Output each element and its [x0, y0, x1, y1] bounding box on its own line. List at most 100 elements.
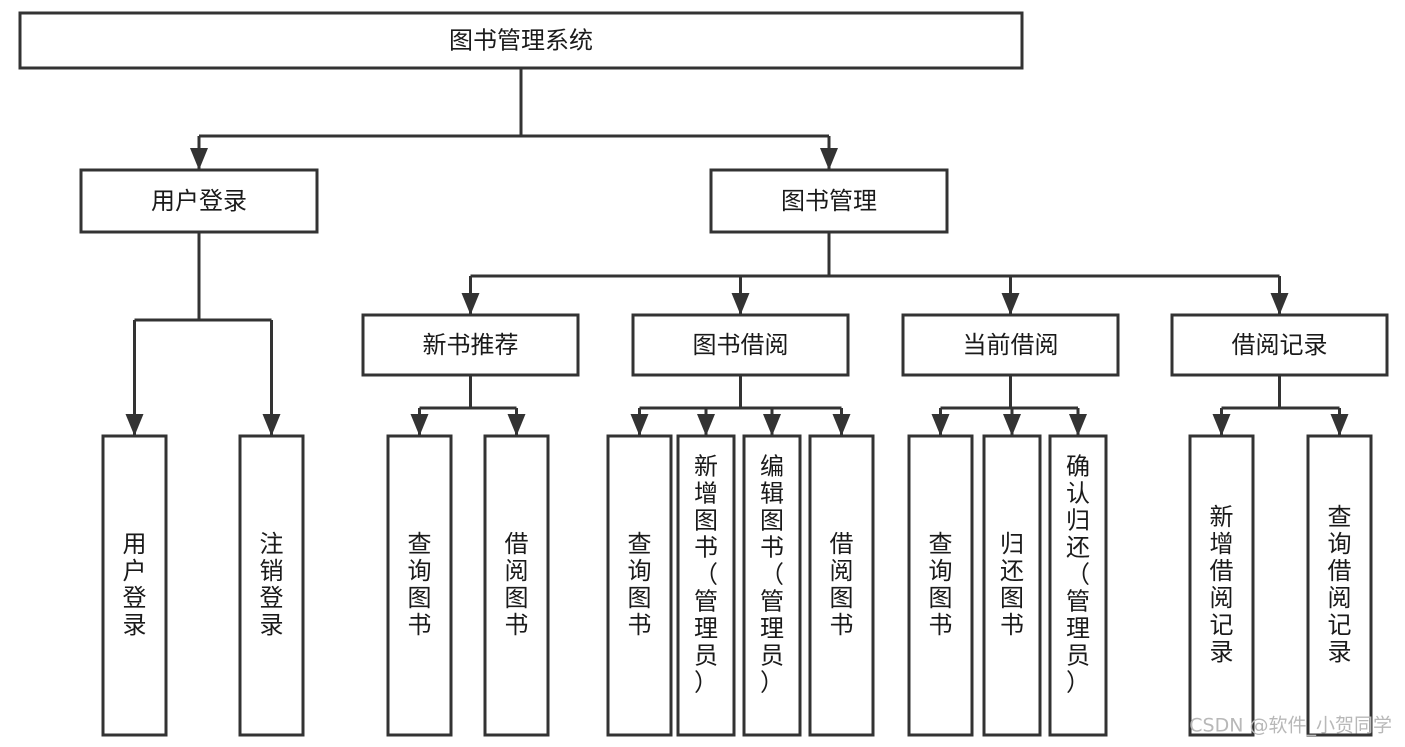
node-label-char: 图 [830, 584, 854, 612]
node-label-book-management: 图书管理 [781, 187, 877, 215]
node-label-char: 图 [628, 584, 652, 612]
node-borrow-record: 借阅记录 [1170, 313, 1389, 377]
node-label-user-login: 用户登录 [151, 187, 247, 215]
node-label-char: 书 [929, 611, 953, 639]
node-leaf-user-login: 用户登录 [101, 434, 168, 737]
node-label-char: 阅 [505, 557, 529, 585]
connector-arrowhead [1003, 414, 1021, 436]
node-label-char: 借 [505, 530, 529, 558]
node-label-char: 登 [260, 584, 284, 612]
node-box-leaf-borrow-book-rec [483, 434, 550, 737]
node-label-char: 增 [694, 480, 718, 508]
node-box-leaf-query-book-current [907, 434, 974, 737]
node-root: 图书管理系统 [18, 11, 1024, 70]
connector-arrowhead [820, 148, 838, 170]
node-label-char: 书 [505, 611, 529, 639]
node-label-char: 图 [694, 507, 718, 535]
connector-arrowhead [410, 414, 429, 436]
node-label-char: 询 [1328, 530, 1352, 558]
node-current-borrow: 当前借阅 [901, 313, 1120, 377]
node-label-char: 员 [694, 642, 718, 670]
connector-arrowhead [931, 414, 950, 436]
connector-arrowhead [1270, 293, 1289, 315]
node-label-char: 记 [1210, 611, 1234, 639]
node-label-char: ） [1066, 669, 1090, 697]
node-label-char: 借 [1210, 557, 1234, 585]
node-label-root: 图书管理系统 [449, 27, 593, 55]
connector-arrowhead [461, 293, 480, 315]
connector-arrowhead [262, 414, 281, 436]
connector-arrowhead [190, 148, 208, 170]
node-box-book-borrow [631, 313, 850, 377]
node-label-char: 阅 [1328, 584, 1352, 612]
node-new-book-recommend: 新书推荐 [361, 313, 580, 377]
connectors-layer [125, 68, 1349, 436]
node-label-char: 员 [760, 642, 784, 670]
node-label-char: 查 [929, 530, 953, 558]
node-label-char: 归 [1066, 507, 1090, 535]
node-label-char: 询 [929, 557, 953, 585]
node-label-char: 书 [628, 611, 652, 639]
node-box-user-login [79, 168, 319, 234]
node-label-char: 借 [1328, 557, 1352, 585]
csdn-watermark: CSDN @软件_小贺同学 [1189, 715, 1392, 737]
node-box-leaf-add-book [676, 434, 736, 737]
connector-arrowhead [507, 414, 526, 436]
connector-arrowhead [630, 414, 649, 436]
node-box-root [18, 11, 1024, 70]
node-label-char: 阅 [1210, 584, 1234, 612]
node-label-char: ） [694, 669, 718, 697]
connector-arrowhead [125, 414, 144, 436]
node-label-char: 记 [1328, 611, 1352, 639]
node-box-leaf-edit-book [742, 434, 802, 737]
node-label-char: 理 [1066, 615, 1090, 643]
node-label-char: （ [1066, 561, 1090, 589]
nodes-layer: 图书管理系统用户登录图书管理新书推荐图书借阅当前借阅借阅记录用户登录注销登录查询… [18, 11, 1389, 737]
node-label-char: （ [694, 561, 718, 589]
node-label-char: ） [760, 669, 784, 697]
node-label-char: （ [760, 561, 784, 589]
node-label-char: 图 [505, 584, 529, 612]
node-label-char: 书 [408, 611, 432, 639]
node-label-char: 归 [1000, 530, 1024, 558]
node-label-char: 新 [1210, 503, 1234, 531]
connector-arrowhead [1069, 414, 1087, 436]
node-box-leaf-borrow-book [808, 434, 875, 737]
node-box-leaf-confirm-return [1048, 434, 1108, 737]
node-box-leaf-add-borrow-record [1188, 434, 1255, 737]
node-label-char: 认 [1066, 480, 1090, 508]
node-label-char: 借 [830, 530, 854, 558]
connector-arrowhead [731, 293, 750, 315]
node-box-leaf-query-book-rec [386, 434, 453, 737]
node-book-management: 图书管理 [709, 168, 949, 234]
node-label-char: 管 [760, 588, 784, 616]
node-label-char: 询 [628, 557, 652, 585]
node-label-char: 销 [260, 557, 284, 585]
node-label-char: 图 [1000, 584, 1024, 612]
node-box-book-management [709, 168, 949, 234]
node-label-char: 录 [260, 611, 284, 639]
node-label-char: 编 [760, 453, 784, 481]
node-box-leaf-user-login [101, 434, 168, 737]
node-label-char: 查 [628, 530, 652, 558]
node-label-char: 用 [123, 530, 147, 558]
node-label-char: 书 [760, 534, 784, 562]
node-label-char: 员 [1066, 642, 1090, 670]
node-label-char: 图 [929, 584, 953, 612]
node-label-char: 录 [1210, 638, 1234, 666]
node-book-borrow: 图书借阅 [631, 313, 850, 377]
node-label-char: 管 [1066, 588, 1090, 616]
node-label-char: 户 [123, 557, 147, 585]
node-label-char: 阅 [830, 557, 854, 585]
